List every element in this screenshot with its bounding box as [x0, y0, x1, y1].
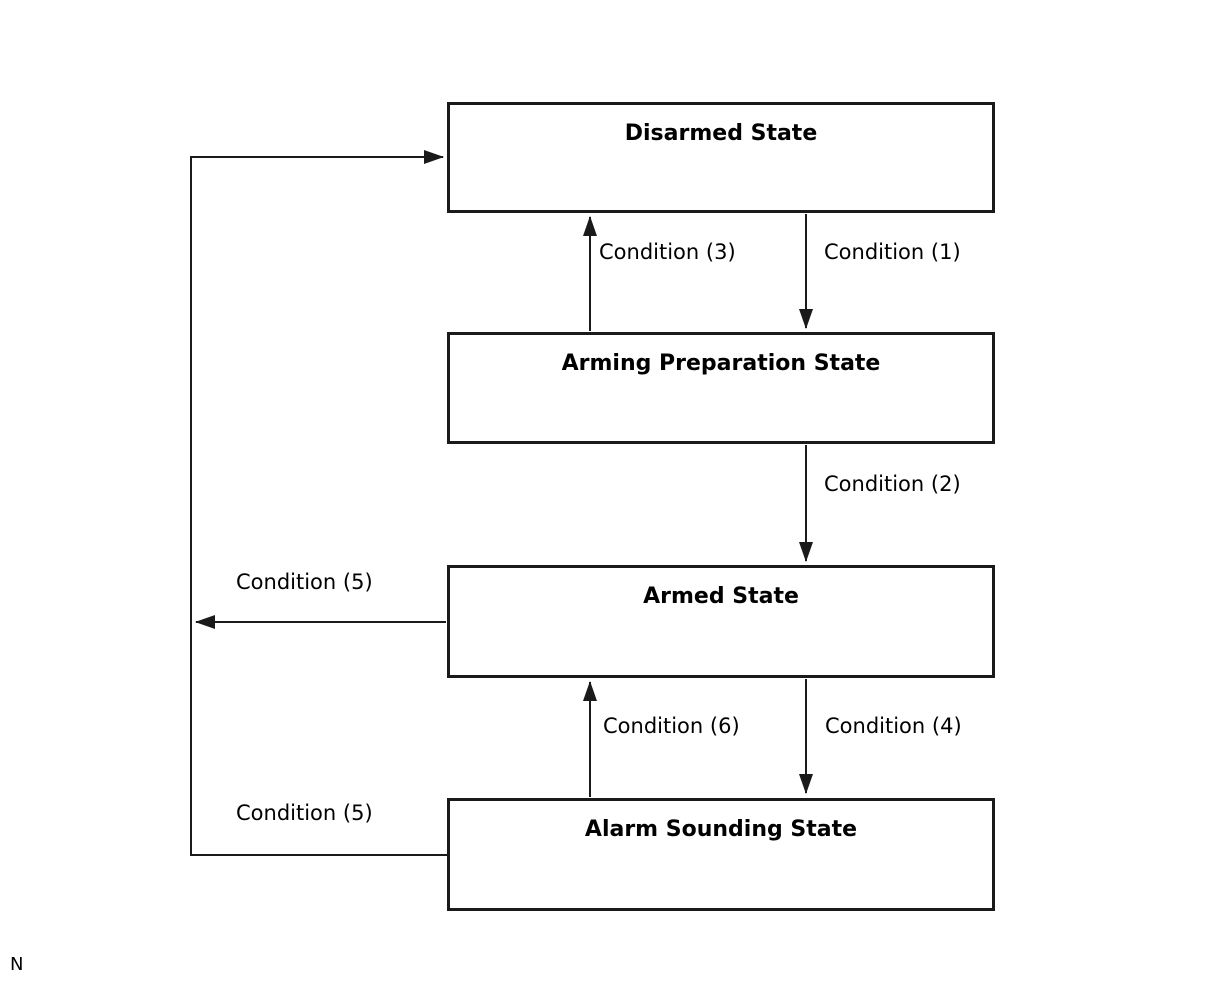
state-title-armed: Armed State: [643, 584, 799, 609]
loop-line-condition-5: [190, 150, 447, 856]
label-condition-1: Condition (1): [824, 240, 961, 264]
label-condition-6: Condition (6): [603, 714, 740, 738]
state-box-arming-preparation: Arming Preparation State: [447, 332, 995, 444]
state-box-disarmed: Disarmed State: [447, 102, 995, 213]
state-title-arming-preparation: Arming Preparation State: [561, 351, 881, 376]
footnote-n: N: [10, 954, 24, 975]
label-condition-4: Condition (4): [825, 714, 962, 738]
state-title-alarm-sounding: Alarm Sounding State: [584, 817, 858, 842]
state-box-armed: Armed State: [447, 565, 995, 678]
label-condition-3: Condition (3): [599, 240, 736, 264]
label-condition-2: Condition (2): [824, 472, 961, 496]
state-title-disarmed: Disarmed State: [624, 121, 818, 146]
label-condition-5-armed: Condition (5): [236, 570, 373, 594]
label-condition-5-alarm: Condition (5): [236, 801, 373, 825]
state-box-alarm-sounding: Alarm Sounding State: [447, 798, 995, 911]
